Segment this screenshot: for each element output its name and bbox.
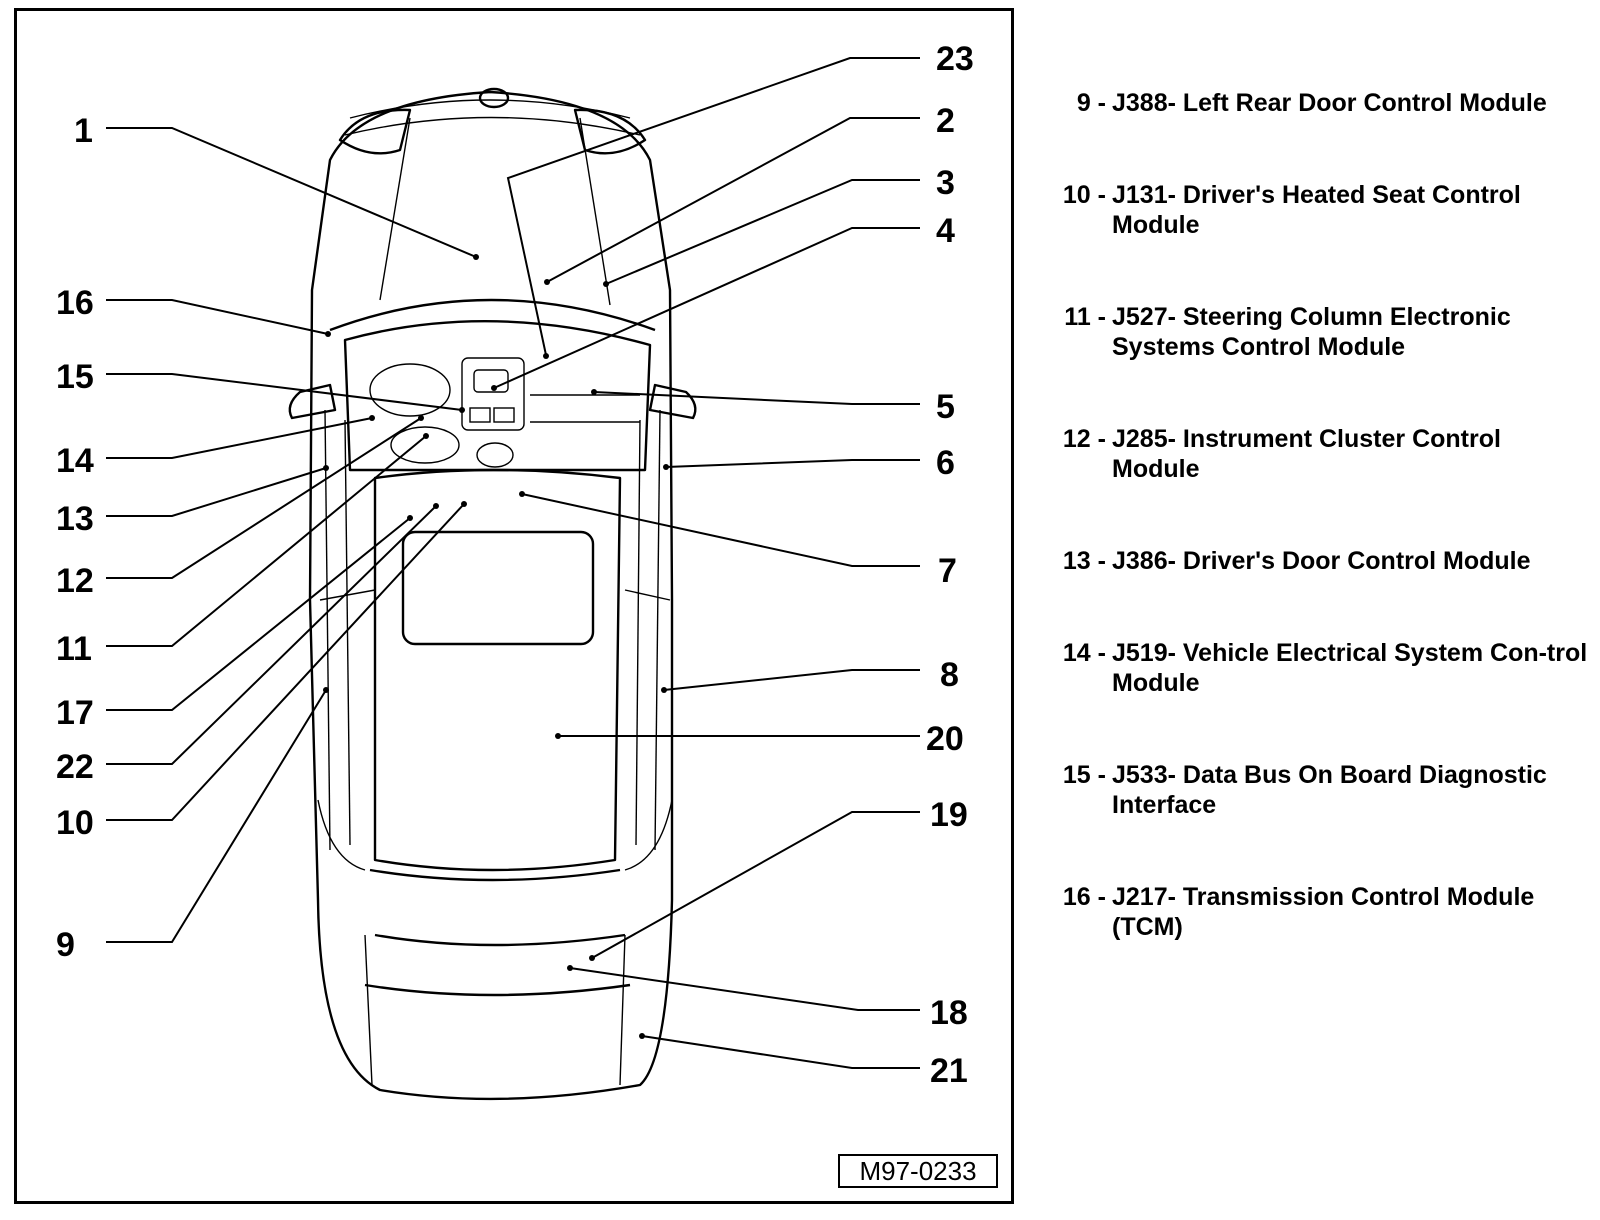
legend-text: J131- Driver's Heated Seat Control Modul… [1112, 181, 1521, 239]
car-outline [288, 87, 697, 1101]
callout-1: 1 [74, 112, 93, 150]
diagram-frame [14, 8, 1014, 1204]
callout-12: 12 [56, 562, 94, 600]
legend-text: J527- Steering Column Electronic Systems… [1112, 303, 1511, 361]
callout-8: 8 [940, 656, 959, 694]
callout-21: 21 [930, 1052, 968, 1090]
callout-10: 10 [56, 804, 94, 842]
legend-text: J519- Vehicle Electrical System Con-trol… [1112, 639, 1588, 697]
legend-text: J533- Data Bus On Board Diagnostic Inter… [1112, 761, 1547, 819]
callout-2: 2 [936, 102, 955, 140]
legend-number: 11 - [1064, 303, 1106, 331]
callout-11: 11 [56, 630, 92, 668]
callout-14: 14 [56, 442, 94, 480]
callout-4: 4 [936, 212, 955, 250]
legend-text: J388- Left Rear Door Control Module [1112, 89, 1547, 117]
callout-13: 13 [56, 500, 94, 538]
callout-15: 15 [56, 358, 94, 396]
legend-number: 10 - [1062, 181, 1106, 209]
figure-reference-code: M97-0233 [838, 1154, 998, 1188]
callout-3: 3 [936, 164, 955, 202]
legend-number: 9 - [1076, 89, 1106, 117]
legend-text: J217- Transmission Control Module (TCM) [1112, 883, 1535, 941]
legend-text: J386- Driver's Door Control Module [1112, 547, 1531, 575]
legend-number: 13 - [1062, 547, 1106, 575]
legend-number: 14 - [1062, 639, 1106, 667]
callout-22: 22 [56, 748, 94, 786]
legend-number: 16 - [1062, 883, 1106, 911]
callout-6: 6 [936, 444, 955, 482]
callout-20: 20 [926, 720, 964, 758]
leader-lines-left [106, 127, 479, 943]
legend-number: 12 - [1062, 425, 1106, 453]
callout-9: 9 [56, 926, 75, 964]
callout-23: 23 [936, 40, 974, 78]
callout-5: 5 [936, 388, 955, 426]
legend-text: J285- Instrument Cluster Control Module [1112, 425, 1501, 483]
callout-17: 17 [56, 694, 94, 732]
callout-19: 19 [930, 796, 968, 834]
callout-7: 7 [938, 552, 957, 590]
callout-18: 18 [930, 994, 968, 1032]
legend-number: 15 - [1062, 761, 1106, 789]
callout-16: 16 [56, 284, 94, 322]
leader-lines [491, 57, 920, 1069]
callout-numbers: 1 2 3 4 5 6 7 8 9 10 11 12 13 14 15 16 1… [56, 40, 974, 1090]
